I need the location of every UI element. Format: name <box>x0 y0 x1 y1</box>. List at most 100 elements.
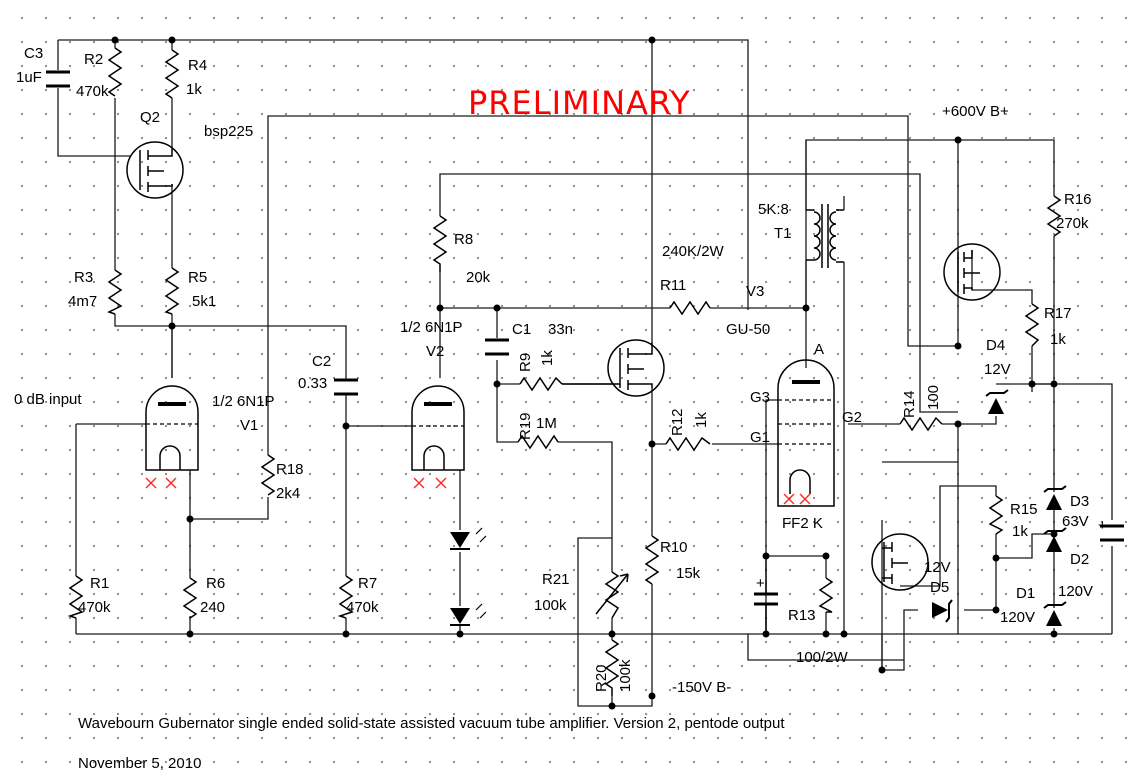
d4-value: 12V <box>984 361 1011 378</box>
r4-value: 1k <box>186 81 202 98</box>
c1-ref: C1 <box>512 321 531 338</box>
resistor-r14 <box>899 416 943 432</box>
rail-positive-label: +600V B+ <box>942 103 1009 120</box>
resistor-r1 <box>67 575 84 619</box>
resistor-r12 <box>665 436 711 452</box>
resistor-r21 <box>604 571 620 619</box>
resistor-r13 <box>818 577 834 613</box>
resistor-r3 <box>107 269 123 315</box>
r13-value: 100/2W <box>796 649 849 666</box>
mosfet-q2 <box>126 141 184 199</box>
mosfet-q4 <box>943 243 1001 301</box>
v2-ref: V2 <box>426 343 444 360</box>
diode-d4 <box>985 389 1009 414</box>
diode-d2 <box>1043 527 1067 552</box>
d2-value: 120V <box>1058 583 1093 600</box>
resistor-r9 <box>519 376 563 392</box>
r8-ref: R8 <box>454 231 473 248</box>
r19-value: 1M <box>536 415 557 432</box>
d2-ref: D2 <box>1070 551 1089 568</box>
r3-ref: R3 <box>74 269 93 286</box>
r16-ref: R16 <box>1064 191 1092 208</box>
c2-ref: C2 <box>312 353 331 370</box>
r17-value: 1k <box>1050 331 1066 348</box>
diode-d5 <box>932 599 953 623</box>
r10-value: 15k <box>676 565 701 582</box>
c3-ref: C3 <box>24 45 43 62</box>
input-label: 0 dB input <box>14 391 82 408</box>
r6-value: 240 <box>200 599 225 616</box>
r21-ref: R21 <box>542 571 570 588</box>
r6-ref: R6 <box>206 575 225 592</box>
r14-value: 100 <box>925 385 942 410</box>
pin-filament: FF2 K <box>782 515 823 532</box>
d1-value: 120V <box>1000 609 1035 626</box>
r15-value: 1k <box>1012 523 1028 540</box>
date: November 5, 2010 <box>78 755 201 772</box>
labels: PRELIMINARY +600V B+ -150V B- 0 dB input… <box>14 45 1107 772</box>
junction-dots <box>111 36 1058 710</box>
resistor-r17 <box>1024 303 1040 347</box>
capacitor-c3 <box>46 70 70 88</box>
r1-value: 470k <box>78 599 111 616</box>
r8-value: 20k <box>466 269 491 286</box>
capacitor-electrolytic-1 <box>754 556 778 634</box>
polarity-plus-1: + <box>756 575 765 592</box>
r16-value: 270k <box>1056 215 1089 232</box>
v1-ref: V1 <box>240 417 258 434</box>
v3-ref: V3 <box>746 283 764 300</box>
pot-arrow-r21 <box>595 573 629 615</box>
r2-ref: R2 <box>84 51 103 68</box>
c2-value: 0.33 <box>298 375 327 392</box>
r5-ref: R5 <box>188 269 207 286</box>
diode-d3 <box>1043 485 1067 510</box>
v1-value: 1/2 6N1P <box>212 393 275 410</box>
led-2 <box>450 603 487 626</box>
resistor-r4 <box>164 49 180 99</box>
resistor-r19 <box>517 434 559 450</box>
q2-value: bsp225 <box>204 123 253 140</box>
r15-ref: R15 <box>1010 501 1038 518</box>
resistor-r18 <box>260 454 276 496</box>
resistor-r15 <box>988 495 1004 535</box>
transformer-t1 <box>806 204 844 268</box>
d5-ref: D5 <box>930 579 949 596</box>
r18-ref: R18 <box>276 461 304 478</box>
diodes <box>450 389 1067 626</box>
resistor-r7 <box>337 575 354 619</box>
c3-value: 1uF <box>16 69 42 86</box>
r3-value: 4m7 <box>68 293 97 310</box>
pin-g2: G2 <box>842 409 862 426</box>
r7-ref: R7 <box>358 575 377 592</box>
r9-ref: R9 <box>517 353 534 372</box>
resistor-r11 <box>669 300 711 316</box>
mosfet-q5 <box>871 533 929 591</box>
r9-value: 1k <box>539 350 556 366</box>
capacitors <box>46 70 1124 634</box>
r12-ref: R12 <box>669 408 686 436</box>
r1-ref: R1 <box>90 575 109 592</box>
resistor-r8 <box>432 215 448 272</box>
r20-ref: R20 <box>593 664 610 692</box>
rail-negative-label: -150V B- <box>672 679 731 696</box>
resistor-r16 <box>1046 195 1062 237</box>
d3-value: 63V <box>1062 513 1089 530</box>
tube-v3 <box>777 359 835 507</box>
resistor-r2 <box>107 47 123 97</box>
resistor-r20 <box>604 639 620 696</box>
caption: Wavebourn Gubernator single ended solid-… <box>78 715 785 732</box>
t1-value: 5K:8 <box>758 201 789 218</box>
r17-ref: R17 <box>1044 305 1072 322</box>
tube-v2 <box>411 385 465 489</box>
r21-value: 100k <box>534 597 567 614</box>
resistor-r5 <box>164 267 180 315</box>
led-1 <box>450 527 487 550</box>
d5-value: 12V <box>924 559 951 576</box>
d3-ref: D3 <box>1070 493 1089 510</box>
diode-d1 <box>1043 601 1067 626</box>
v2-value: 1/2 6N1P <box>400 319 463 336</box>
d4-ref: D4 <box>986 337 1005 354</box>
resistor-r10 <box>644 535 660 585</box>
pin-g1: G1 <box>750 429 770 446</box>
